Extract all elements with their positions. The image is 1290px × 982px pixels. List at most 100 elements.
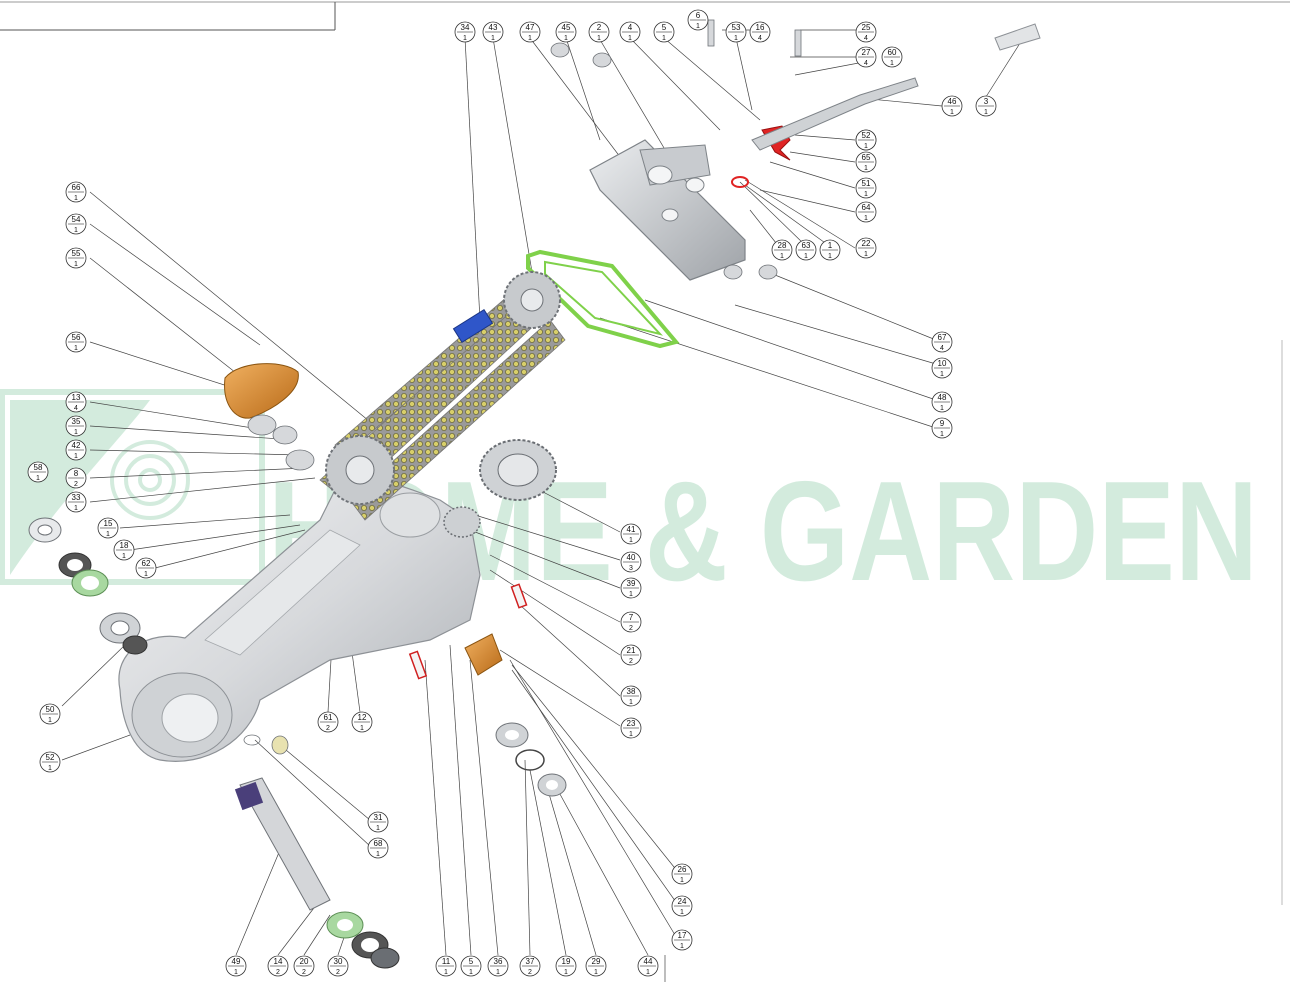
callout-16: 164 [749,21,771,43]
callout-part-number: 21 [627,646,636,655]
callout-quantity: 1 [984,109,988,116]
callout-11: 111 [435,955,457,977]
callout-part-number: 17 [678,931,687,940]
callout-quantity: 1 [74,195,78,202]
callout-quantity: 1 [564,969,568,976]
callout-part-number: 20 [300,957,309,966]
callout-quantity: 1 [828,253,832,260]
callout-60: 601 [881,46,903,68]
callout-part-number: 66 [72,183,81,192]
callout-36: 361 [487,955,509,977]
callout-quantity: 1 [629,731,633,738]
callout-31: 311 [367,811,389,833]
callout-quantity: 1 [864,251,868,258]
gearbox-housing [118,476,481,762]
callout-58: 581 [27,461,49,483]
callout-40: 403 [620,551,642,573]
callout-50: 501 [39,703,61,725]
callout-quantity: 1 [74,429,78,436]
callout-35: 351 [65,415,87,437]
callout-part-number: 52 [46,753,55,762]
callout-part-number: 16 [756,23,765,32]
callout-49: 491 [225,955,247,977]
callout-part-number: 62 [142,559,151,568]
red-pin-right [510,583,528,609]
callout-66: 661 [65,181,87,203]
callout-part-number: 4 [628,23,633,32]
callout-part-number: 14 [274,957,283,966]
callout-quantity: 1 [940,405,944,412]
callout-quantity: 1 [680,943,684,950]
callout-24: 241 [671,895,693,917]
callout-9: 91 [931,417,953,439]
callout-39: 391 [620,577,642,599]
callout-part-number: 9 [940,419,945,428]
callout-46: 461 [941,95,963,117]
callout-52: 521 [855,129,877,151]
callout-63: 631 [795,239,817,261]
callout-part-number: 46 [948,97,957,106]
callout-quantity: 1 [74,453,78,460]
callout-quantity: 2 [528,969,532,976]
callout-quantity: 1 [629,699,633,706]
callout-38: 381 [620,685,642,707]
callout-part-number: 41 [627,525,636,534]
callout-quantity: 1 [144,571,148,578]
callout-part-number: 43 [489,23,498,32]
callout-part-number: 51 [862,179,871,188]
red-ring [731,176,749,188]
blue-guide-block [452,308,494,344]
callout-quantity: 1 [48,765,52,772]
callout-quantity: 1 [234,969,238,976]
callout-part-number: 50 [46,705,55,714]
callout-quantity: 1 [496,969,500,976]
callout-quantity: 1 [940,431,944,438]
callout-part-number: 18 [120,541,129,550]
callout-part-number: 24 [678,897,687,906]
red-pin-left [408,650,428,680]
callout-68: 681 [367,837,389,859]
callout-part-number: 26 [678,865,687,874]
callout-quantity: 1 [680,909,684,916]
callout-part-number: 3 [984,97,989,106]
callout-part-number: 54 [72,215,81,224]
callout-part-number: 12 [358,713,367,722]
callout-2: 21 [588,21,610,43]
callout-48: 481 [931,391,953,413]
callout-part-number: 5 [662,23,667,32]
callout-43: 431 [482,21,504,43]
callout-part-number: 40 [627,553,636,562]
callout-quantity: 1 [662,35,666,42]
callout-quantity: 4 [74,405,78,412]
callout-61: 612 [317,711,339,733]
callout-part-number: 58 [34,463,43,472]
callout-18: 181 [113,539,135,561]
callout-part-number: 60 [888,48,897,57]
callout-20: 202 [293,955,315,977]
callout-64: 641 [855,201,877,223]
callout-quantity: 4 [758,35,762,42]
callout-quantity: 1 [890,60,894,67]
callout-5: 51 [653,21,675,43]
callout-quantity: 1 [528,35,532,42]
callout-quantity: 1 [646,969,650,976]
callout-quantity: 1 [48,717,52,724]
green-gasket-inner [544,260,664,336]
callout-30: 302 [327,955,349,977]
callout-33: 331 [65,491,87,513]
callout-quantity: 1 [950,109,954,116]
callout-1: 11 [819,239,841,261]
callout-part-number: 34 [461,23,470,32]
callout-part-number: 45 [562,23,571,32]
callout-part-number: 63 [802,241,811,250]
leader-lines [61,29,1023,982]
callout-part-number: 22 [862,239,871,248]
callout-quantity: 1 [376,851,380,858]
callout-15: 151 [97,517,119,539]
callout-quantity: 1 [106,531,110,538]
callout-part-number: 7 [629,613,634,622]
right-bearing-stack [495,722,567,797]
callout-part-number: 37 [526,957,535,966]
